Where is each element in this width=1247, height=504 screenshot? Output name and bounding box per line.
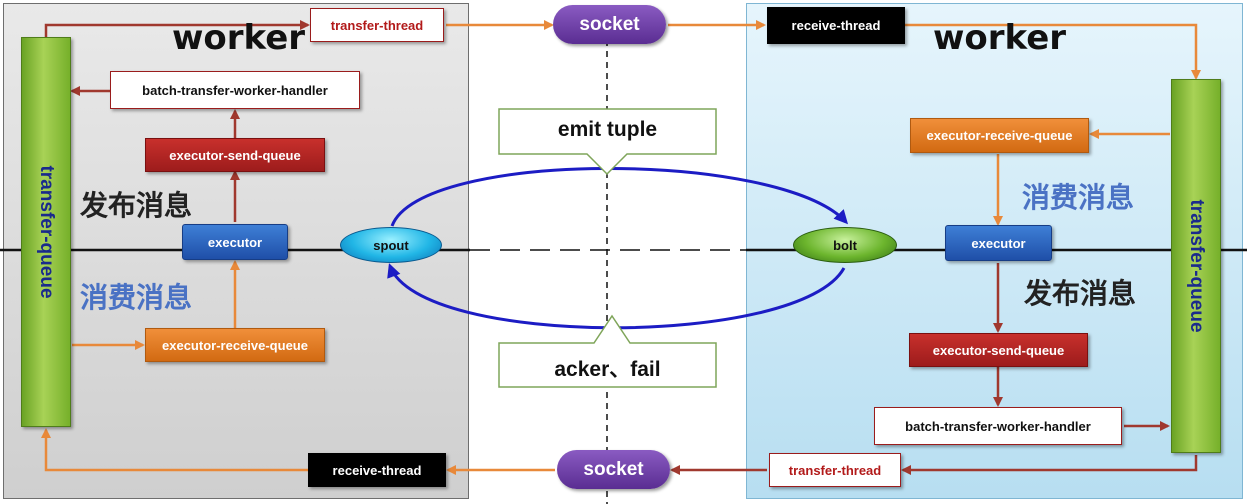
right-receive-thread: receive-thread — [767, 7, 905, 44]
right-transfer-queue: transfer-queue — [1171, 79, 1221, 453]
right-worker-title: worker — [933, 18, 1067, 58]
socket-top: socket — [553, 5, 666, 44]
bolt-node: bolt — [793, 227, 897, 263]
socket-bottom: socket — [557, 450, 670, 489]
left-worker-title: worker — [172, 18, 306, 58]
spout-node: spout — [340, 227, 442, 263]
left-batch-transfer-worker-handler: batch-transfer-worker-handler — [110, 71, 360, 109]
left-publish-label: 发布消息 — [80, 189, 193, 222]
emit-tuple-callout: emit tuple — [557, 118, 658, 141]
acker-fail-callout: acker、fail — [554, 358, 661, 381]
left-executor: executor — [182, 224, 288, 260]
left-consume-label: 消费消息 — [80, 281, 193, 314]
left-transfer-thread: transfer-thread — [310, 8, 444, 42]
right-executor-send-queue: executor-send-queue — [909, 333, 1088, 367]
right-executor-receive-queue: executor-receive-queue — [910, 118, 1089, 153]
right-transfer-thread: transfer-thread — [769, 453, 901, 487]
right-transfer-queue-label: transfer-queue — [1186, 199, 1207, 333]
left-executor-receive-queue: executor-receive-queue — [145, 328, 325, 362]
left-transfer-queue: transfer-queue — [21, 37, 71, 427]
right-publish-label: 发布消息 — [1024, 277, 1137, 310]
left-receive-thread: receive-thread — [308, 453, 446, 487]
right-executor: executor — [945, 225, 1052, 261]
right-batch-transfer-worker-handler: batch-transfer-worker-handler — [874, 407, 1122, 445]
right-consume-label: 消费消息 — [1022, 181, 1135, 214]
left-executor-send-queue: executor-send-queue — [145, 138, 325, 172]
left-transfer-queue-label: transfer-queue — [36, 165, 57, 299]
